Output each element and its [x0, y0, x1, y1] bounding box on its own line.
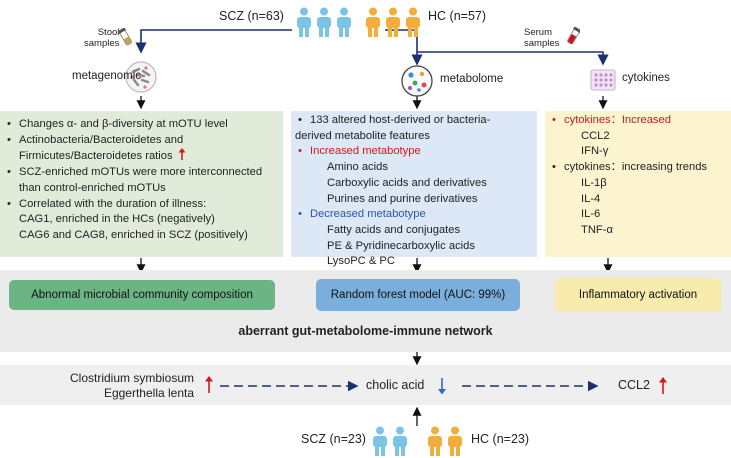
increase-arrow-icon [205, 376, 213, 393]
hc-validation-people-icon [428, 426, 462, 456]
cytokine-name: TNF-α [581, 223, 613, 236]
metabolome-findings-panel: 133 altered host-derived or bacteria- de… [291, 111, 537, 267]
cag1-text: CAG1, enriched in the HCs (negatively) [19, 213, 215, 226]
metabolome-item: Increased metabotype [295, 144, 537, 160]
metagenomic-item: Changes α- and β-diversity at mOTU level [4, 117, 283, 133]
duration-text: Correlated with the duration of illness: [19, 197, 207, 210]
cytokines-label: cytokines [622, 72, 670, 84]
cholic-acid-label: cholic acid [366, 378, 425, 392]
diversity-text: Changes α- and β-diversity at mOTU level [19, 118, 228, 130]
metabolite-class: Carboxylic acids and derivatives [327, 176, 487, 189]
metabolome-label: metabolome [440, 73, 504, 85]
serum-tube-icon [567, 27, 580, 45]
cytokines-findings-panel: cytokines：Increased CCL2 IFN-γ cytokines… [545, 111, 731, 257]
cytokines-increased-heading: cytokines：Increased [564, 114, 671, 126]
metagenomic-item: SCZ-enriched mOTUs were more interconnec… [4, 165, 283, 196]
metabolite-class: Purines and purine derivatives [327, 192, 478, 205]
interconnected-text-line1: SCZ-enriched mOTUs were more interconnec… [19, 166, 263, 179]
scz-validation-label: SCZ (n=23) [301, 432, 366, 446]
serum-label-line1: Serum [524, 27, 552, 38]
metagenomic-findings-panel: Changes α- and β-diversity at mOTU level… [0, 111, 283, 257]
cytokine-name: IL-4 [581, 192, 601, 205]
metabolite-class: PE & Pyridinecarboxylic acids [327, 239, 475, 252]
metabolome-item: Decreased metabotype [295, 207, 537, 223]
eggerthella-label: Eggerthella lenta [103, 386, 195, 400]
random-forest-box: Random forest model (AUC: 99%) [316, 279, 520, 311]
metagenomic-item: Actinobacteria/Bacteroidetes and Firmicu… [4, 133, 283, 165]
increase-arrow-icon [178, 148, 186, 161]
hc-validation-label: HC (n=23) [471, 432, 530, 446]
ccl2-label: CCL2 [618, 378, 650, 392]
hc-cohort-label: HC (n=57) [428, 9, 487, 23]
cytokine-item: cytokines：Increased [549, 113, 731, 129]
metagenomic-item: Correlated with the duration of illness:… [4, 197, 283, 244]
metabolite-class: Fatty acids and conjugates [327, 223, 461, 236]
stool-tube-icon [119, 28, 132, 46]
metabolite-class: LysoPC & PC [327, 255, 395, 268]
decrease-arrow-icon [438, 378, 446, 395]
microbial-composition-box: Abnormal microbial community composition [9, 280, 275, 310]
stool-label-line2: samples [84, 38, 120, 49]
cytokines-trend-heading: cytokines：increasing trends [564, 161, 708, 174]
increased-metabotype-heading: Increased metabotype [310, 145, 421, 158]
cytokine-item: cytokines：increasing trends [549, 160, 731, 176]
metabolite-class: Amino acids [327, 161, 388, 174]
bacteria-dish-icon [125, 61, 157, 93]
bacteria-labels: Clostridium symbiosum Eggerthella lenta [70, 371, 194, 401]
serum-label-line2: samples [524, 38, 560, 49]
pathway-band [0, 365, 731, 405]
interconnected-text-line2: than control-enriched mOTUs [19, 181, 166, 194]
cytokine-name: IL-6 [581, 208, 601, 221]
serum-samples-label: Serum samples [524, 27, 559, 49]
hc-people-icon [366, 7, 420, 37]
increase-arrow-icon [659, 377, 667, 394]
inflammatory-activation-box: Inflammatory activation [555, 278, 721, 312]
ratio-text-line2: Firmicutes/Bacteroidetes ratios [19, 150, 173, 163]
decreased-metabotype-heading: Decreased metabotype [310, 208, 426, 221]
metabolome-item: 133 altered host-derived or bacteria- de… [295, 113, 537, 144]
clostridium-label: Clostridium symbiosum [70, 371, 195, 385]
cag6-cag8-text: CAG6 and CAG8, enriched in SCZ (positive… [19, 228, 248, 241]
stool-samples-label: Stool samples [84, 27, 119, 49]
scz-validation-people-icon [373, 426, 407, 456]
metagenomic-label: metagenomic [72, 70, 142, 82]
ratio-text-line1: Actinobacteria/Bacteroidetes and [19, 133, 184, 146]
cytokine-name: CCL2 [581, 129, 610, 142]
cytokine-name: IFN-γ [581, 145, 609, 158]
cytokine-plate-icon [590, 69, 616, 91]
scz-cohort-label: SCZ (n=63) [219, 9, 284, 23]
scz-people-icon [297, 7, 351, 37]
altered-features-line2: derived metabolite features [295, 129, 430, 142]
stool-label-line1: Stool [97, 27, 120, 38]
network-title: aberrant gut-metabolome-immune network [238, 324, 493, 338]
altered-features-line1: 133 altered host-derived or bacteria- [310, 114, 491, 126]
metabolome-dish-icon [401, 65, 433, 97]
cytokine-name: IL-1β [581, 176, 607, 189]
